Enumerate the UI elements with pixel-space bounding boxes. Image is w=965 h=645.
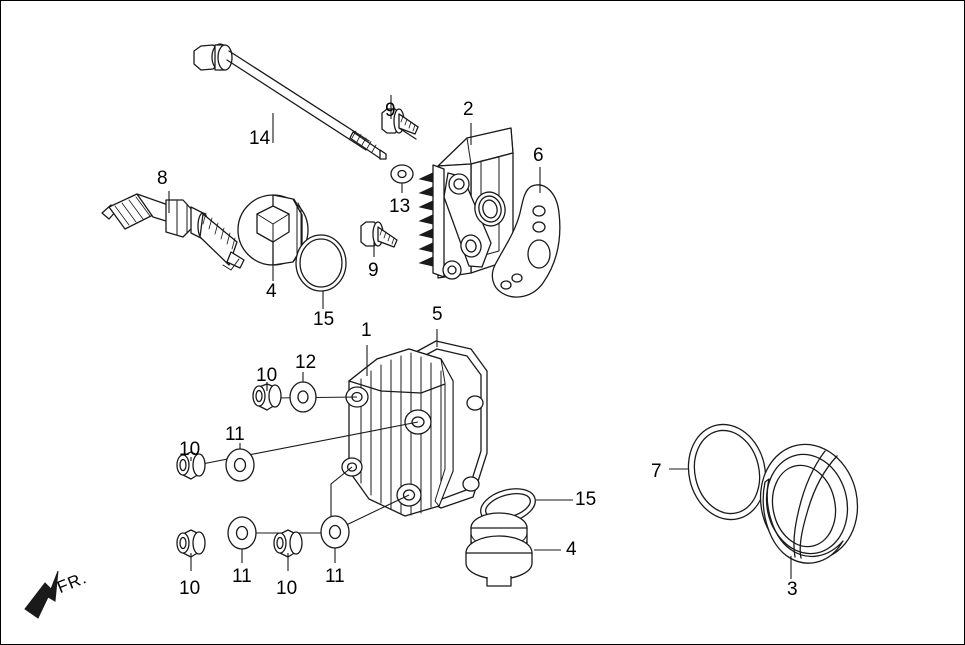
front-direction-arrow-icon xyxy=(24,570,59,619)
part-15-o-ring-upper xyxy=(295,234,347,309)
part-6-tensioner-gasket-plate xyxy=(491,167,561,298)
callout-2: 2 xyxy=(463,99,474,120)
part-1-cylinder-head-cover xyxy=(341,345,454,517)
part-14-long-through-bolt xyxy=(193,43,387,160)
callout-10-a: 10 xyxy=(256,365,278,386)
callout-6: 6 xyxy=(533,145,544,166)
callout-4-lower: 4 xyxy=(566,539,577,560)
part-2-cam-chain-tensioner xyxy=(418,123,514,280)
callout-15-lower: 15 xyxy=(575,489,597,510)
part-8-spark-plug xyxy=(101,191,245,271)
callout-4-upper: 4 xyxy=(266,281,277,302)
part-11-plain-washer-b xyxy=(227,516,257,563)
part-3-round-cap-cover xyxy=(759,443,859,579)
callout-9-lower: 9 xyxy=(368,260,379,281)
callout-11-a: 11 xyxy=(225,424,245,445)
callout-10-d: 10 xyxy=(276,578,298,599)
callout-1: 1 xyxy=(361,320,372,341)
callout-9-upper: 9 xyxy=(385,100,396,121)
callout-14: 14 xyxy=(249,128,271,149)
part-13-sealing-washer xyxy=(390,164,414,193)
part-10-flange-nut-b xyxy=(176,451,206,480)
callout-11-c: 11 xyxy=(325,566,345,587)
part-9-flange-bolt-lower xyxy=(360,221,398,257)
part-10-flange-nut-c xyxy=(176,529,206,571)
callout-7: 7 xyxy=(651,461,662,482)
callout-15-upper: 15 xyxy=(313,309,335,330)
part-12-plain-washer-special xyxy=(289,372,317,413)
part-10-flange-nut-a xyxy=(252,382,282,411)
callout-10-b: 10 xyxy=(179,439,201,460)
callout-12: 12 xyxy=(295,352,317,373)
callout-8: 8 xyxy=(157,168,168,189)
callout-13: 13 xyxy=(389,196,411,217)
part-9-flange-bolt-upper xyxy=(381,95,419,140)
callout-10-c: 10 xyxy=(179,578,201,599)
part-11-plain-washer-c xyxy=(320,515,350,563)
part-4-hex-socket-plug-upper xyxy=(237,194,309,281)
part-4-threaded-plug-lower xyxy=(465,512,561,587)
part-7-o-ring-cap xyxy=(669,423,767,521)
callout-5: 5 xyxy=(432,304,443,325)
callout-3: 3 xyxy=(787,579,798,600)
part-11-plain-washer-a xyxy=(225,443,255,482)
part-10-flange-nut-d xyxy=(273,529,303,571)
callout-11-b: 11 xyxy=(232,566,252,587)
